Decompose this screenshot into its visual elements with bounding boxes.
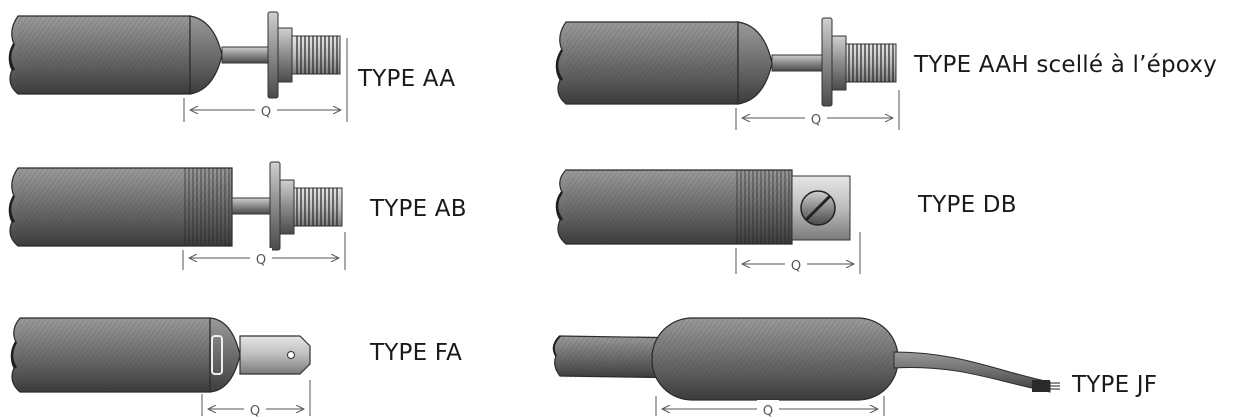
- dim-q-aa: Q: [261, 105, 271, 120]
- label-type-ab: TYPE AB: [370, 196, 467, 222]
- label-type-db: TYPE DB: [918, 192, 1017, 218]
- sensor-ab: [8, 161, 346, 270]
- sensor-jf: [552, 317, 1060, 417]
- dim-q-fa: Q: [250, 404, 260, 417]
- dim-q-jf: Q: [763, 404, 773, 417]
- label-type-aa: TYPE AA: [358, 66, 456, 92]
- label-type-aah: TYPE AAH scellé à l’époxy: [914, 52, 1217, 78]
- label-type-jf: TYPE JF: [1072, 372, 1158, 398]
- sensor-aa: [8, 11, 348, 122]
- dim-q-ab: Q: [256, 253, 266, 268]
- sensor-aah: [555, 17, 900, 130]
- sensor-fa: [10, 317, 311, 417]
- sensor-db: [555, 169, 861, 274]
- dim-q-db: Q: [791, 259, 801, 274]
- dim-q-aah: Q: [811, 113, 821, 128]
- label-type-fa: TYPE FA: [370, 340, 463, 366]
